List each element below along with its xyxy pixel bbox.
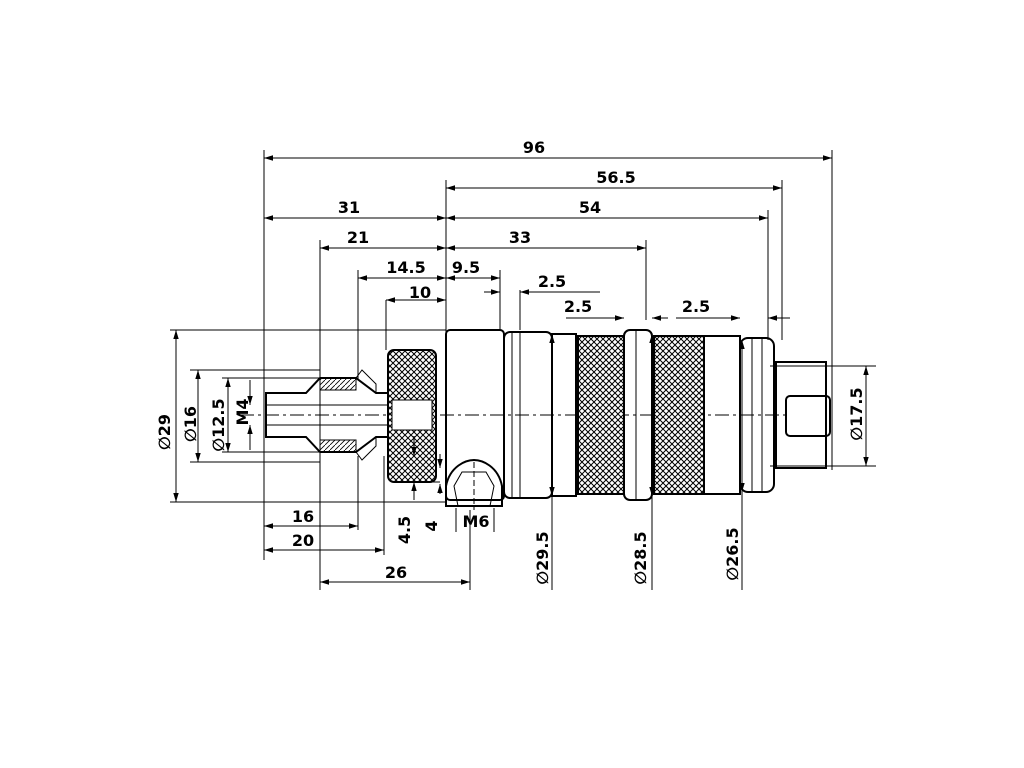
dim-label-groove-b: 2.5 xyxy=(564,297,592,316)
knurled-knob xyxy=(387,349,437,483)
dimension-33: 33 xyxy=(446,228,646,251)
grub-screw xyxy=(445,458,503,510)
dimension-dia-29: ∅29 xyxy=(155,330,179,502)
dim-label-16: 16 xyxy=(292,507,314,526)
cartridge-body xyxy=(445,329,831,501)
dim-label-dia-16: ∅16 xyxy=(181,406,200,442)
dimension-9-5: 9.5 xyxy=(446,258,500,281)
dimension-dia-26-5: ∅26.5 xyxy=(723,340,745,581)
dim-label-dia-28-5: ∅28.5 xyxy=(631,531,650,584)
dimension-56-5: 56.5 xyxy=(446,168,782,191)
dim-label-m6: M6 xyxy=(462,512,489,531)
dimension-dia-17-5: ∅17.5 xyxy=(847,366,869,466)
dimension-dia-12-5: ∅12.5 xyxy=(209,378,231,452)
dim-label-20: 20 xyxy=(292,531,314,550)
dim-label-dia-29: ∅29 xyxy=(155,414,174,450)
dimension-54: 54 xyxy=(446,198,768,221)
dimension-96: 96 xyxy=(264,138,832,161)
dimension-31: 31 xyxy=(264,198,446,221)
dim-label-4: 4 xyxy=(422,520,441,531)
dimension-m4: M4 xyxy=(233,380,253,450)
dim-label-31: 31 xyxy=(338,198,360,217)
dimension-m6: M6 xyxy=(455,508,495,532)
dimensions: 96 56.5 31 54 21 33 14.5 9.5 xyxy=(155,138,869,585)
dim-label-96: 96 xyxy=(523,138,545,157)
dim-label-14-5: 14.5 xyxy=(386,258,425,277)
dim-label-groove-c: 2.5 xyxy=(682,297,710,316)
dimension-groove-b: 2.5 xyxy=(564,297,668,321)
dim-label-26: 26 xyxy=(385,563,407,582)
dim-label-groove-a: 2.5 xyxy=(538,272,566,291)
dim-label-54: 54 xyxy=(579,198,601,217)
dim-label-dia-26-5: ∅26.5 xyxy=(723,527,742,580)
dim-label-dia-17-5: ∅17.5 xyxy=(847,387,866,440)
dimension-dia-16: ∅16 xyxy=(181,370,201,462)
dim-label-9-5: 9.5 xyxy=(452,258,480,277)
dimension-26: 26 xyxy=(320,563,470,585)
dim-label-56-5: 56.5 xyxy=(596,168,635,187)
dim-label-dia-29-5: ∅29.5 xyxy=(533,531,552,584)
dimension-dia-28-5: ∅28.5 xyxy=(631,334,655,585)
dimension-4: 4 xyxy=(422,454,443,532)
dimension-dia-29-5: ∅29.5 xyxy=(533,334,555,585)
cartridge-part xyxy=(240,329,831,510)
dimension-21: 21 xyxy=(320,228,446,251)
dimension-groove-a: 2.5 xyxy=(484,272,600,295)
dimension-20: 20 xyxy=(264,531,384,553)
dimension-groove-c: 2.5 xyxy=(676,297,790,321)
dim-label-dia-12-5: ∅12.5 xyxy=(209,398,228,451)
dim-label-m4: M4 xyxy=(233,398,252,425)
dimension-14-5: 14.5 xyxy=(358,258,446,281)
dimension-10: 10 xyxy=(386,283,446,303)
dim-label-10: 10 xyxy=(409,283,431,302)
dim-label-33: 33 xyxy=(509,228,531,247)
dim-label-21: 21 xyxy=(347,228,369,247)
dimension-16: 16 xyxy=(264,507,358,529)
dim-label-4-5: 4.5 xyxy=(395,516,414,544)
dimension-4-5: 4.5 xyxy=(395,436,417,544)
extension-lines xyxy=(170,150,876,590)
